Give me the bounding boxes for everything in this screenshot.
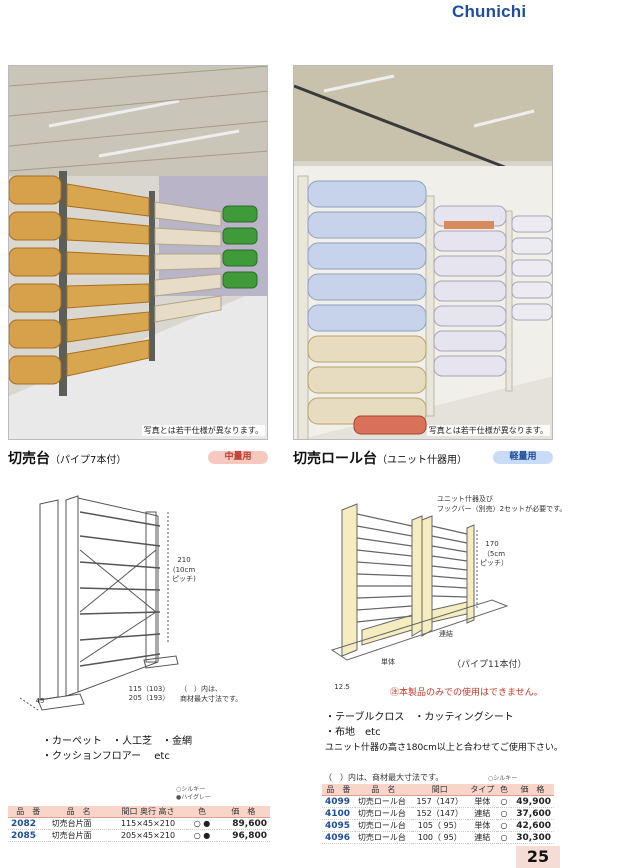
cell-type: 連結 — [467, 831, 498, 844]
cell-width: 100（ 95） — [411, 831, 468, 844]
cell-price: 37,600 — [510, 807, 554, 820]
table-row: 4100 切売ロール台 152（147） 連結 ○ 37,600 — [322, 807, 554, 820]
cell-name: 切売台片面 — [48, 829, 109, 842]
table-row: 2082 切売台片面 115×45×210 ○ ● 89,600 — [8, 817, 270, 830]
right-photo-caption: 写真とは若干仕様が異なります。 — [426, 425, 550, 436]
left-uses-list: ・カーペット ・人工芝 ・金網 ・クッションフロアー etc — [42, 734, 192, 764]
right-uses-list: ・テーブルクロス ・カッティングシート ・布地 etc — [325, 710, 514, 740]
cell-color: ○ ● — [187, 829, 217, 842]
legend-silky: ○シルキー — [176, 786, 206, 793]
left-use-line: ・クッションフロアー etc — [42, 751, 170, 762]
cell-name: 切売ロール台 — [354, 831, 412, 844]
right-subtitle: （ユニット什器用） — [377, 455, 467, 466]
cell-color: ○ — [497, 819, 511, 832]
right-title-text: 切売ロール台 — [293, 451, 377, 467]
right-spec-table: 品 番 品 名 間口 タイプ 色 価 格 4099 切売ロール台 157（147… — [322, 784, 554, 844]
cell-price: 89,600 — [216, 817, 270, 830]
brand-logo: Chunichi — [452, 2, 527, 21]
cell-code: 4100 — [322, 807, 355, 820]
left-rack-diagram: 210 (10cm ピッチ) — [18, 492, 198, 712]
left-title-text: 切売台 — [8, 451, 50, 467]
cell-name: 切売ロール台 — [354, 795, 412, 808]
left-product-photo: 写真とは若干仕様が異なります。 — [8, 65, 268, 440]
cell-color: ○ ● — [187, 817, 217, 830]
col-code: 品 番 — [322, 784, 355, 796]
right-connect-label: 連結 — [439, 630, 453, 638]
col-type: タイプ — [467, 784, 498, 796]
right-color-legend: ○シルキー — [488, 775, 518, 782]
cell-type: 単体 — [467, 819, 498, 832]
left-subtitle: （パイプ7本付） — [50, 455, 127, 466]
cell-width: 105（ 95） — [411, 819, 468, 832]
right-single-label: 単体 — [381, 658, 395, 666]
cell-code: 4096 — [322, 831, 355, 844]
right-rack-diagram: 170 （5cm ピッチ） 連結 単体 — [322, 490, 512, 675]
right-warning: ㊟本製品のみでの使用はできません。 — [390, 688, 543, 698]
left-pitch-dim: (10cm ピッチ) — [172, 566, 196, 583]
table-row: 4095 切売ロール台 105（ 95） 単体 ○ 42,600 — [322, 819, 554, 832]
left-load-badge: 中量用 — [208, 451, 268, 464]
col-price: 価 格 — [216, 806, 270, 818]
table-row: 2085 切売台片面 205×45×210 ○ ● 96,800 — [8, 829, 270, 842]
cell-price: 49,900 — [510, 795, 554, 808]
col-color: 色 — [187, 806, 217, 818]
right-top-note: ユニット什器及び フックバー（別売）2セットが必要です。 — [437, 495, 567, 513]
cell-width: 157（147） — [411, 795, 468, 808]
col-size: 間口 奥行 高さ — [108, 806, 188, 818]
left-use-line: ・カーペット ・人工芝 ・金網 — [42, 736, 192, 747]
left-width1-dim: 115（103） — [128, 685, 170, 693]
cell-size: 205×45×210 — [108, 829, 188, 842]
right-use-line: ・テーブルクロス ・カッティングシート — [325, 712, 514, 723]
col-name: 品 名 — [48, 806, 109, 818]
left-height-dim: 210 — [177, 556, 191, 564]
left-spec-table: 品 番 品 名 間口 奥行 高さ 色 価 格 2082 切売台片面 115×45… — [8, 806, 270, 842]
right-pipes-note: （パイプ11本付） — [452, 660, 527, 670]
cell-code: 4095 — [322, 819, 355, 832]
table-header-row: 品 番 品 名 間口 奥行 高さ 色 価 格 — [8, 806, 270, 818]
right-use-line: ・布地 etc — [325, 727, 381, 738]
cell-name: 切売台片面 — [48, 817, 109, 830]
page-number: 25 — [516, 846, 560, 868]
right-pitch-dim: （5cm ピッチ） — [480, 550, 508, 567]
cell-size: 115×45×210 — [108, 817, 188, 830]
right-load-badge: 軽量用 — [493, 451, 553, 464]
right-usage-note: ユニット什器の高さ180cm以上と合わせてご使用下さい。 — [325, 743, 563, 753]
col-width: 間口 — [411, 784, 468, 796]
table-row: 4099 切売ロール台 157（147） 単体 ○ 49,900 — [322, 795, 554, 808]
cell-color: ○ — [497, 807, 511, 820]
legend-high-gray: ●ハイグレー — [176, 794, 211, 801]
cell-name: 切売ロール台 — [354, 819, 412, 832]
cell-width: 152（147） — [411, 807, 468, 820]
cell-color: ○ — [497, 795, 511, 808]
cell-price: 42,600 — [510, 819, 554, 832]
left-photo-caption: 写真とは若干仕様が異なります。 — [141, 425, 265, 436]
table-row: 4096 切売ロール台 100（ 95） 連結 ○ 30,300 — [322, 831, 554, 844]
right-product-photo: 写真とは若干仕様が異なります。 — [293, 65, 553, 440]
cell-type: 連結 — [467, 807, 498, 820]
cell-price: 30,300 — [510, 831, 554, 844]
left-dim-note: （ ）内は、 商材最大寸法です。 — [180, 685, 243, 703]
table-header-row: 品 番 品 名 間口 タイプ 色 価 格 — [322, 784, 554, 796]
cell-code: 2085 — [8, 829, 49, 842]
right-depth-dim: 12.5 — [334, 683, 350, 691]
cell-name: 切売ロール台 — [354, 807, 412, 820]
cell-color: ○ — [497, 831, 511, 844]
cell-price: 96,800 — [216, 829, 270, 842]
left-product-title: 切売台（パイプ7本付） — [8, 448, 126, 468]
right-table-note: （ ）内は、商材最大寸法です。 — [324, 773, 444, 782]
col-code: 品 番 — [8, 806, 49, 818]
col-name: 品 名 — [354, 784, 412, 796]
left-width2-dim: 205（193） — [128, 694, 170, 702]
col-color: 色 — [497, 784, 511, 796]
right-product-title: 切売ロール台（ユニット什器用） — [293, 448, 467, 468]
col-price: 価 格 — [510, 784, 554, 796]
cell-code: 4099 — [322, 795, 355, 808]
cell-type: 単体 — [467, 795, 498, 808]
cell-code: 2082 — [8, 817, 49, 830]
left-color-legend: ○シルキー ●ハイグレー — [176, 786, 211, 802]
right-height-dim: 170 — [485, 540, 499, 548]
left-depth-dim: 45 — [35, 697, 45, 705]
